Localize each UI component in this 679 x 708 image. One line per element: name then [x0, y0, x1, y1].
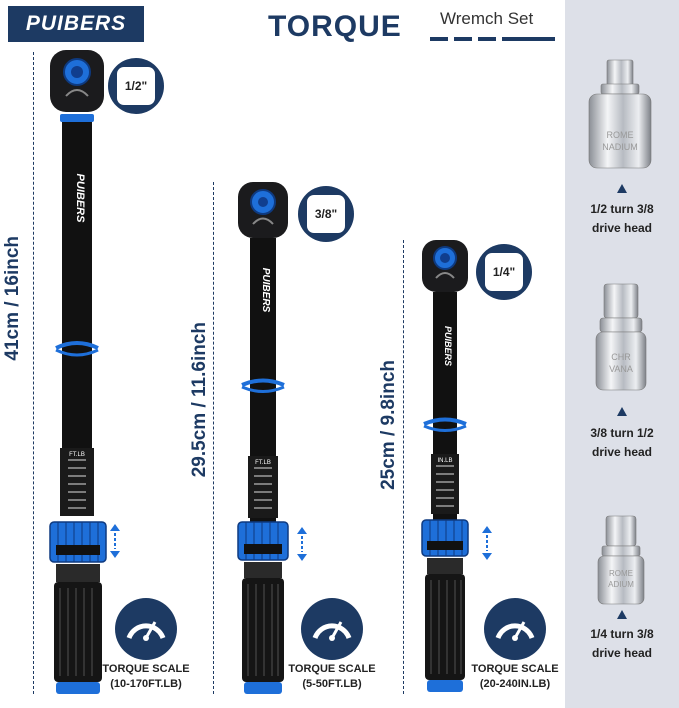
svg-text:CHR: CHR [611, 352, 631, 362]
svg-text:VANA: VANA [609, 364, 633, 374]
adjust-arrows-icon [297, 527, 307, 561]
page-subtitle: Wremch Set [440, 9, 534, 28]
torque-scale-label: TORQUE SCALE (5-50FT.LB) [288, 663, 376, 690]
wrench-brand: PUIBERS [260, 268, 271, 313]
adapter-1-image: ROME NADIUM [588, 59, 652, 169]
dimension-line [33, 52, 34, 694]
logo-text: PUIBERS [25, 12, 127, 35]
adapter-1-label: 1/2 turn 3/8 drive head [590, 202, 654, 235]
size-badge: 1/4" [476, 244, 532, 300]
dimension-line [213, 182, 214, 694]
svg-text:ROME: ROME [609, 569, 633, 578]
arrow-up-icon [617, 610, 627, 619]
torque-scale-label: TORQUE SCALE (20-240IN.LB) [471, 663, 559, 690]
arrow-up-icon [617, 407, 627, 416]
wrench-2-image: PUIBERS FT.LB [237, 182, 289, 694]
adjust-arrows-icon [110, 524, 120, 558]
arrow-up-icon [617, 184, 627, 193]
page-title: TORQUE [268, 10, 402, 43]
size-label: 1/2" [117, 67, 155, 105]
adapter-2-label: 3/8 turn 1/2 drive head [590, 426, 654, 459]
wrench-brand: PUIBERS [74, 174, 86, 224]
subtitle-underline [430, 37, 555, 41]
size-label: 1/4" [485, 253, 523, 291]
wrench-3-image: PUIBERS IN.LB [421, 240, 469, 692]
svg-text:NADIUM: NADIUM [602, 142, 638, 152]
size-badge: 3/8" [298, 186, 354, 242]
adapter-3-label: 1/4 turn 3/8 drive head [590, 627, 654, 660]
size-label: 3/8" [307, 195, 345, 233]
scale-unit-text: FT.LB [255, 460, 271, 466]
torque-scale-label: TORQUE SCALE (10-170FT.LB) [102, 663, 190, 690]
scale-unit-text: FT.LB [69, 452, 85, 458]
gauge-icon [115, 598, 177, 660]
adapter-2-image: CHR VANA [595, 283, 647, 391]
dimension-line [403, 240, 404, 694]
size-badge: 1/2" [108, 58, 164, 114]
wrench-brand: PUIBERS [443, 326, 453, 366]
svg-text:ADIUM: ADIUM [608, 580, 634, 589]
adapter-3-image: ROME ADIUM [597, 515, 645, 605]
dimension-label: 29.5cm / 11.6inch [189, 322, 210, 478]
svg-text:ROME: ROME [607, 130, 634, 140]
gauge-icon [301, 598, 363, 660]
dimension-label: 25cm / 9.8inch [378, 360, 399, 490]
gauge-icon [484, 598, 546, 660]
brand-logo: PUIBERS [8, 6, 144, 42]
dimension-label: 41cm / 16inch [2, 236, 23, 361]
wrench-1-image: PUIBERS FT.LB [49, 50, 107, 694]
scale-unit-text: IN.LB [437, 458, 452, 464]
adjust-arrows-icon [482, 526, 492, 560]
